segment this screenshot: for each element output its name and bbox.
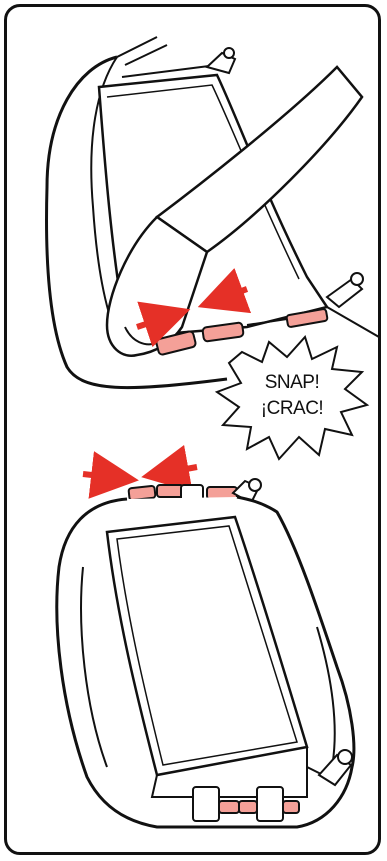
- buckle-bottom-left: [219, 801, 239, 813]
- top-panel: [47, 37, 379, 459]
- knob-adjuster-right-icon: [327, 273, 363, 307]
- illustration-frame: SNAP! ¡CRAC!: [4, 4, 381, 855]
- strap-loop-bottom-left: [193, 787, 219, 821]
- buckle-top-middle: [157, 485, 183, 497]
- strap-loop-bottom-right: [257, 787, 283, 821]
- snap-text: SNAP!: [237, 373, 347, 392]
- crac-text: ¡CRAC!: [237, 399, 347, 418]
- knob-adjuster-icon: [207, 48, 235, 73]
- instruction-illustration: [7, 7, 381, 855]
- buckle-top-left: [128, 486, 155, 501]
- buckle-bottom-right: [239, 801, 257, 813]
- bottom-panel: [57, 467, 354, 827]
- pinch-arrow-right-bottom-icon: [83, 474, 127, 479]
- seat-top-bar: [117, 37, 217, 77]
- pinch-arrow-left-bottom-icon: [153, 467, 197, 475]
- strap-bottom-right: [283, 801, 299, 813]
